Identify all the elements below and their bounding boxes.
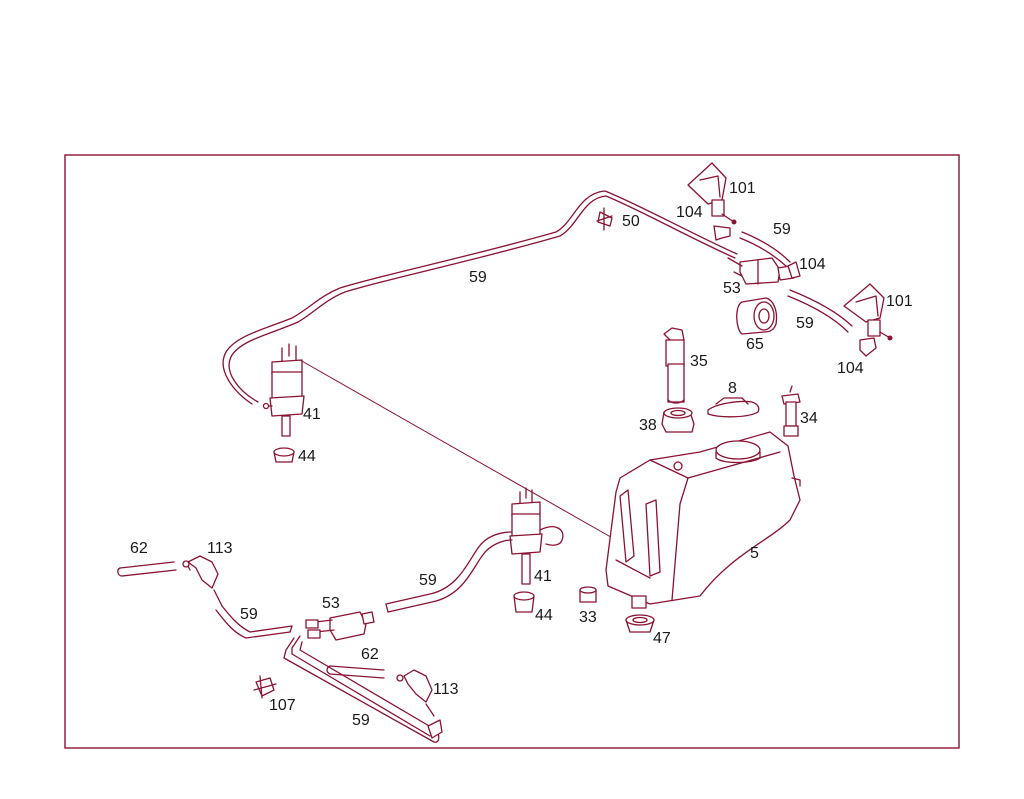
callout-62-left: 62 bbox=[130, 540, 148, 557]
nozzle-101-upper bbox=[687, 162, 737, 225]
connector-104-upper bbox=[713, 225, 731, 241]
valve-53-upper bbox=[727, 257, 795, 285]
grommet-38 bbox=[661, 407, 695, 433]
callout-41-upper: 41 bbox=[303, 406, 321, 423]
callout-101-upper: 101 bbox=[729, 180, 756, 197]
grommet-33 bbox=[579, 586, 597, 603]
wire-harness bbox=[299, 359, 631, 549]
pump-41-upper bbox=[262, 343, 305, 437]
callout-53-upper: 53 bbox=[723, 280, 741, 297]
filter-65 bbox=[736, 297, 778, 335]
callout-107: 107 bbox=[269, 697, 296, 714]
connector-113-left bbox=[182, 555, 223, 607]
clip-107 bbox=[253, 675, 277, 699]
callout-41-lower: 41 bbox=[534, 568, 552, 585]
nozzle-101-right bbox=[843, 283, 893, 357]
callout-53-lower: 53 bbox=[322, 595, 340, 612]
diagram-frame bbox=[64, 154, 960, 749]
callout-50: 50 bbox=[622, 213, 640, 230]
hose-59-upper bbox=[222, 190, 738, 405]
grommet-44-lower bbox=[513, 591, 535, 613]
callout-65: 65 bbox=[746, 336, 764, 353]
callout-59-right: 59 bbox=[796, 315, 814, 332]
callout-59-lower-mid: 59 bbox=[419, 572, 437, 589]
callout-labels: 101 104 50 59 59 104 53 101 59 65 104 35… bbox=[130, 180, 913, 729]
valve-53-lower bbox=[305, 611, 375, 641]
callout-59-upper-right: 59 bbox=[773, 221, 791, 238]
callout-35: 35 bbox=[690, 353, 708, 370]
hose-59-right bbox=[787, 289, 853, 333]
callout-104-upper: 104 bbox=[676, 204, 703, 221]
callout-113-left: 113 bbox=[207, 540, 233, 557]
callout-62-lower: 62 bbox=[361, 646, 379, 663]
callout-59-long: 59 bbox=[469, 269, 487, 286]
part-34 bbox=[781, 385, 801, 437]
pump-41-lower bbox=[509, 487, 564, 585]
hose-62-lower bbox=[326, 665, 385, 679]
hose-62-left bbox=[117, 561, 177, 577]
callout-5: 5 bbox=[750, 545, 759, 562]
callout-104-mid: 104 bbox=[799, 256, 826, 273]
cap-8 bbox=[707, 397, 760, 418]
callout-33: 33 bbox=[579, 609, 597, 626]
callout-113-lower: 113 bbox=[433, 681, 459, 698]
callout-104-right: 104 bbox=[837, 360, 864, 377]
hose-59-short-upper bbox=[739, 231, 791, 267]
callout-44-upper: 44 bbox=[298, 448, 316, 465]
connector-113-lower bbox=[396, 669, 435, 717]
grommet-47 bbox=[625, 614, 655, 633]
callout-59-bottom: 59 bbox=[352, 712, 370, 729]
callout-44-lower: 44 bbox=[535, 607, 553, 624]
grommet-44-upper bbox=[273, 447, 295, 463]
hose-59-bottom bbox=[283, 635, 443, 743]
reservoir-5 bbox=[605, 431, 801, 609]
hose-59-lower-left bbox=[215, 605, 293, 639]
elbow-104-right bbox=[787, 261, 801, 279]
callout-8: 8 bbox=[728, 380, 737, 397]
callout-101-right: 101 bbox=[886, 293, 913, 310]
callout-38: 38 bbox=[639, 417, 657, 434]
callout-34: 34 bbox=[800, 410, 818, 427]
level-sensor-35 bbox=[663, 327, 685, 404]
hose-59-lower-mid bbox=[385, 531, 513, 613]
callout-59-lower-left: 59 bbox=[240, 606, 258, 623]
clip-50 bbox=[596, 207, 613, 231]
callout-47: 47 bbox=[653, 630, 671, 647]
